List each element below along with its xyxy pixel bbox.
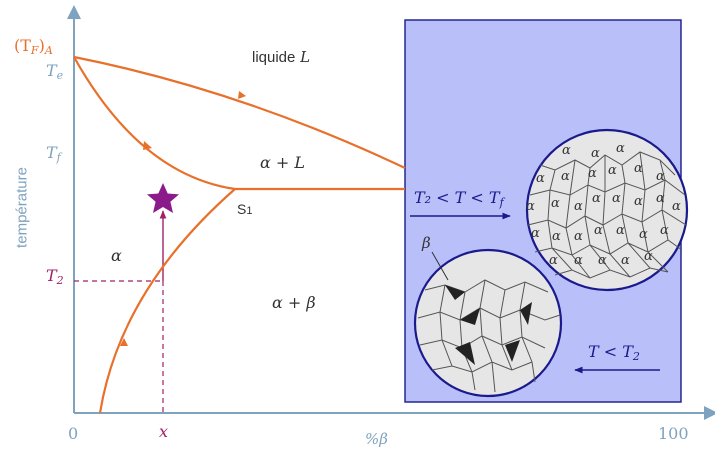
x-axis-zero: 0 (68, 424, 79, 443)
eutectic-temp-symbol: T (46, 61, 57, 80)
alpha-grain-label: α (644, 249, 653, 264)
alpha-grain-label: α (574, 253, 583, 268)
cooling-condition-text: T < T (588, 342, 633, 361)
cooling-condition-label: T < T2 (588, 342, 640, 363)
solidus-arrowhead (143, 141, 152, 150)
beta-pointer-line (431, 251, 449, 281)
liquid-region-label: liquide L (252, 48, 311, 66)
alpha-grain-circle (525, 128, 689, 292)
melting-temp-sub-a: A (44, 44, 53, 57)
heating-condition-text: T₂ < T < T (414, 188, 500, 207)
alpha-grain-label: α (552, 229, 561, 244)
t2-temp-sub: 2 (56, 274, 64, 287)
beta-grain-circle (413, 248, 563, 398)
alpha-grain-label: α (592, 191, 601, 206)
liquid-word: liquide (252, 49, 296, 66)
beta-grain-outline (413, 248, 563, 398)
melting-temp-sub: F (30, 44, 39, 57)
alpha-grain-label: α (634, 161, 643, 176)
alpha-grain-outline (525, 128, 689, 292)
beta-precipitate (505, 340, 520, 362)
alpha-grain-label: α (594, 223, 603, 238)
alpha-grain-label: α (551, 196, 560, 211)
alpha-grain-label: α (562, 143, 571, 158)
t2-temp-label: T2 (46, 266, 64, 287)
alpha-grain-label: α (574, 199, 583, 214)
alpha-grain-label: α (526, 199, 535, 214)
alpha-grain-label: α (531, 226, 540, 241)
x-composition-marker: x (159, 422, 169, 441)
final-temp-symbol: T (46, 143, 57, 162)
cooling-condition-sub: 2 (632, 350, 640, 363)
solvus-arrowhead (120, 338, 128, 346)
x-axis-label: %β (365, 430, 388, 448)
x-axis-hundred: 100 (658, 424, 689, 443)
alpha-grain-label: α (549, 253, 558, 268)
beta-phase-label: β (422, 234, 431, 252)
alpha-grain-label: α (574, 229, 583, 244)
alpha-liquid-region-label: α + L (260, 153, 306, 172)
beta-precipitate (455, 342, 475, 365)
beta-precipitate (445, 285, 465, 300)
melting-temp-open: (T (14, 36, 31, 55)
heating-condition-sub: f (499, 196, 504, 209)
beta-precipitate (520, 302, 532, 325)
final-temp-sub: f (56, 151, 61, 164)
curve-direction-marks (120, 91, 246, 346)
heating-condition-label: T₂ < T < Tf (414, 188, 504, 209)
alpha-grain-label: α (608, 163, 617, 178)
alpha-region-label: α (111, 246, 122, 265)
melting-temp-label: (TF)A (14, 36, 53, 57)
alpha-beta-region-label: α + β (272, 293, 316, 312)
star-marker (147, 183, 179, 213)
liquid-symbol: L (300, 48, 311, 66)
eutectic-temp-sub: e (56, 69, 64, 82)
liquidus-curve (73, 55, 406, 169)
alpha-grain-label: α (612, 191, 621, 206)
alpha-grain-boundaries (527, 151, 687, 279)
liquidus-arrowhead (238, 91, 246, 99)
alpha-grain-label: α (621, 253, 630, 268)
alpha-grain-label: α (536, 171, 545, 186)
alpha-grain-label: α (639, 227, 648, 242)
alpha-grain-label: α (561, 169, 570, 184)
eutectic-point-s: S (237, 201, 247, 217)
beta-precipitates (445, 285, 532, 365)
phase-boundaries (73, 55, 406, 414)
alpha-grain-label: α (616, 223, 625, 238)
alpha-grain-label: α (598, 253, 607, 268)
alpha-grain-label: α (672, 199, 681, 214)
melting-temp-close: ) (38, 36, 45, 55)
alpha-grain-label: α (616, 141, 625, 156)
solvus-curve (98, 188, 236, 414)
final-temp-label: Tf (46, 143, 61, 164)
alpha-grain-label: α (656, 169, 665, 184)
t2-temp-symbol: T (46, 266, 57, 285)
eutectic-temp-label: Te (46, 61, 64, 82)
alpha-grain-label: α (634, 194, 643, 209)
y-axis-label: température (13, 167, 31, 248)
alpha-grain-label: α (588, 166, 597, 181)
eutectic-point-sub: 1 (246, 205, 253, 217)
alpha-grain-label: α (660, 223, 669, 238)
alpha-grain-label: α (591, 146, 600, 161)
beta-precipitate (460, 308, 480, 325)
eutectic-point-label: S1 (237, 202, 252, 217)
alpha-grain-label: α (656, 191, 665, 206)
